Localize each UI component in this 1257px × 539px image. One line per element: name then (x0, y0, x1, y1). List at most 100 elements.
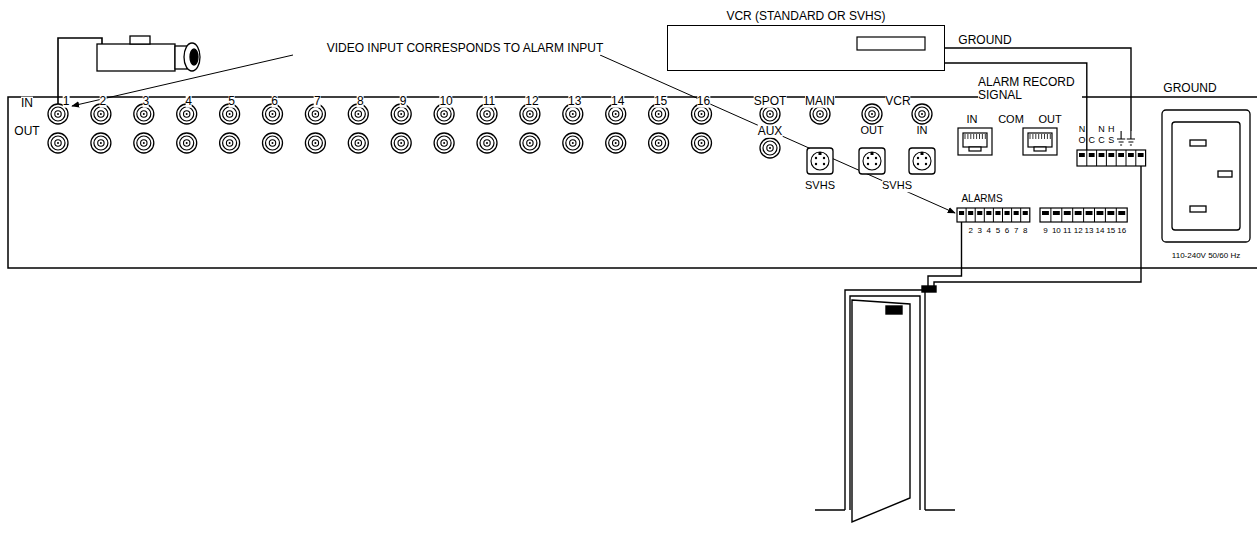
bnc-pin (143, 142, 145, 144)
bnc-pin (100, 142, 102, 144)
bnc-ring (355, 140, 361, 146)
bnc-connector (912, 104, 932, 124)
terminal-divider (1094, 208, 1095, 222)
bnc-connector (305, 133, 325, 153)
bnc-ring (649, 133, 669, 153)
svhs-socket (913, 152, 931, 170)
bnc-ring (760, 138, 780, 158)
panel-label: 10 (1052, 227, 1061, 235)
bnc-ring (434, 133, 454, 153)
bnc-ring (869, 111, 875, 117)
rj-contact (1032, 134, 1033, 139)
panel-label: 3 (978, 227, 982, 235)
bnc-pin (229, 113, 231, 115)
bnc-pin (529, 113, 531, 115)
rj-jacks (958, 128, 1057, 155)
ground-wire (945, 48, 1131, 131)
bnc-connector (177, 133, 197, 153)
bnc-ring (398, 140, 404, 146)
panel-label: OUT (14, 125, 39, 138)
bnc-ring (520, 133, 540, 153)
svhs-pin (875, 157, 877, 159)
bnc-ring (98, 111, 104, 117)
terminal-screw (1086, 211, 1093, 215)
bnc-ring (480, 136, 494, 150)
bnc-pin (615, 113, 617, 115)
bnc-connector (477, 133, 497, 153)
panel-label: COM (998, 114, 1024, 126)
terminal-divider (984, 208, 985, 222)
power-inlet-body (1162, 110, 1250, 242)
svhs-connector (859, 148, 885, 174)
door-sensor (886, 306, 902, 314)
rj-contact (1030, 134, 1031, 139)
svhs-housing (859, 148, 885, 174)
panel-label: 12 (525, 95, 538, 108)
camera-body (97, 44, 175, 71)
door-leaf (852, 300, 910, 522)
rj-contact (982, 134, 983, 139)
bnc-ring (698, 140, 704, 146)
bnc-pin (615, 142, 617, 144)
panel-label: ALARMS (961, 194, 1002, 205)
door (815, 286, 955, 522)
panel-label: 14 (611, 95, 624, 108)
panel-label: IN (967, 114, 978, 126)
bnc-ring (813, 107, 827, 121)
svhs-pin (823, 163, 825, 165)
panel-label: SPOT (754, 95, 787, 108)
terminal-screw (995, 211, 1000, 215)
bnc-pin (143, 113, 145, 115)
bnc-connector (348, 133, 368, 153)
leader-line (600, 55, 955, 213)
panel-label: 1 (63, 95, 70, 108)
panel-label: GROUND (958, 34, 1011, 47)
bnc-pin (572, 113, 574, 115)
panel-label: 14 (1095, 227, 1104, 235)
panel-label: 2 (100, 95, 107, 108)
rj-jack-port (963, 133, 987, 147)
terminal-body (957, 208, 1030, 222)
rj-contact (985, 134, 986, 139)
panel-label: 11 (483, 95, 495, 108)
terminal-divider (966, 208, 967, 222)
panel-label: 16 (1117, 227, 1126, 235)
bnc-ring (355, 111, 361, 117)
bnc-ring (652, 136, 666, 150)
panel-label: 3 (142, 95, 149, 108)
terminal-divider (1086, 150, 1087, 166)
bnc-ring (269, 111, 275, 117)
vcr-box: VCR (STANDARD OR SVHS) (667, 25, 945, 71)
bnc-ring (351, 107, 365, 121)
bnc-pin (443, 142, 445, 144)
svhs-housing (909, 148, 935, 174)
power-pin (1190, 140, 1206, 146)
bnc-ring (308, 136, 322, 150)
panel-label: 8 (357, 95, 364, 108)
panel-label: AUX (758, 125, 783, 138)
bnc-pin (486, 113, 488, 115)
terminal-divider (1116, 150, 1117, 166)
bnc-connector (220, 133, 240, 153)
panel-label: S (1108, 136, 1114, 145)
rj-jack (958, 128, 992, 155)
camera-lens-glass (190, 49, 198, 65)
bnc-pin (658, 113, 660, 115)
bnc-connector (434, 133, 454, 153)
panel-label: 10 (439, 95, 452, 108)
bnc-pin (57, 113, 59, 115)
svhs-pin (925, 157, 927, 159)
panel-label: VCR (885, 95, 910, 108)
terminal-screw (1128, 153, 1134, 157)
bnc-connector (760, 138, 780, 158)
terminal-divider (1116, 208, 1117, 222)
rj-jack-tab (969, 147, 981, 151)
bnc-ring (94, 107, 108, 121)
panel-label: SVHS (805, 180, 835, 192)
bnc-pin (400, 142, 402, 144)
svhs-connector (909, 148, 935, 174)
bnc-ring (348, 133, 368, 153)
bnc-ring (184, 111, 190, 117)
terminal-divider (1061, 208, 1062, 222)
